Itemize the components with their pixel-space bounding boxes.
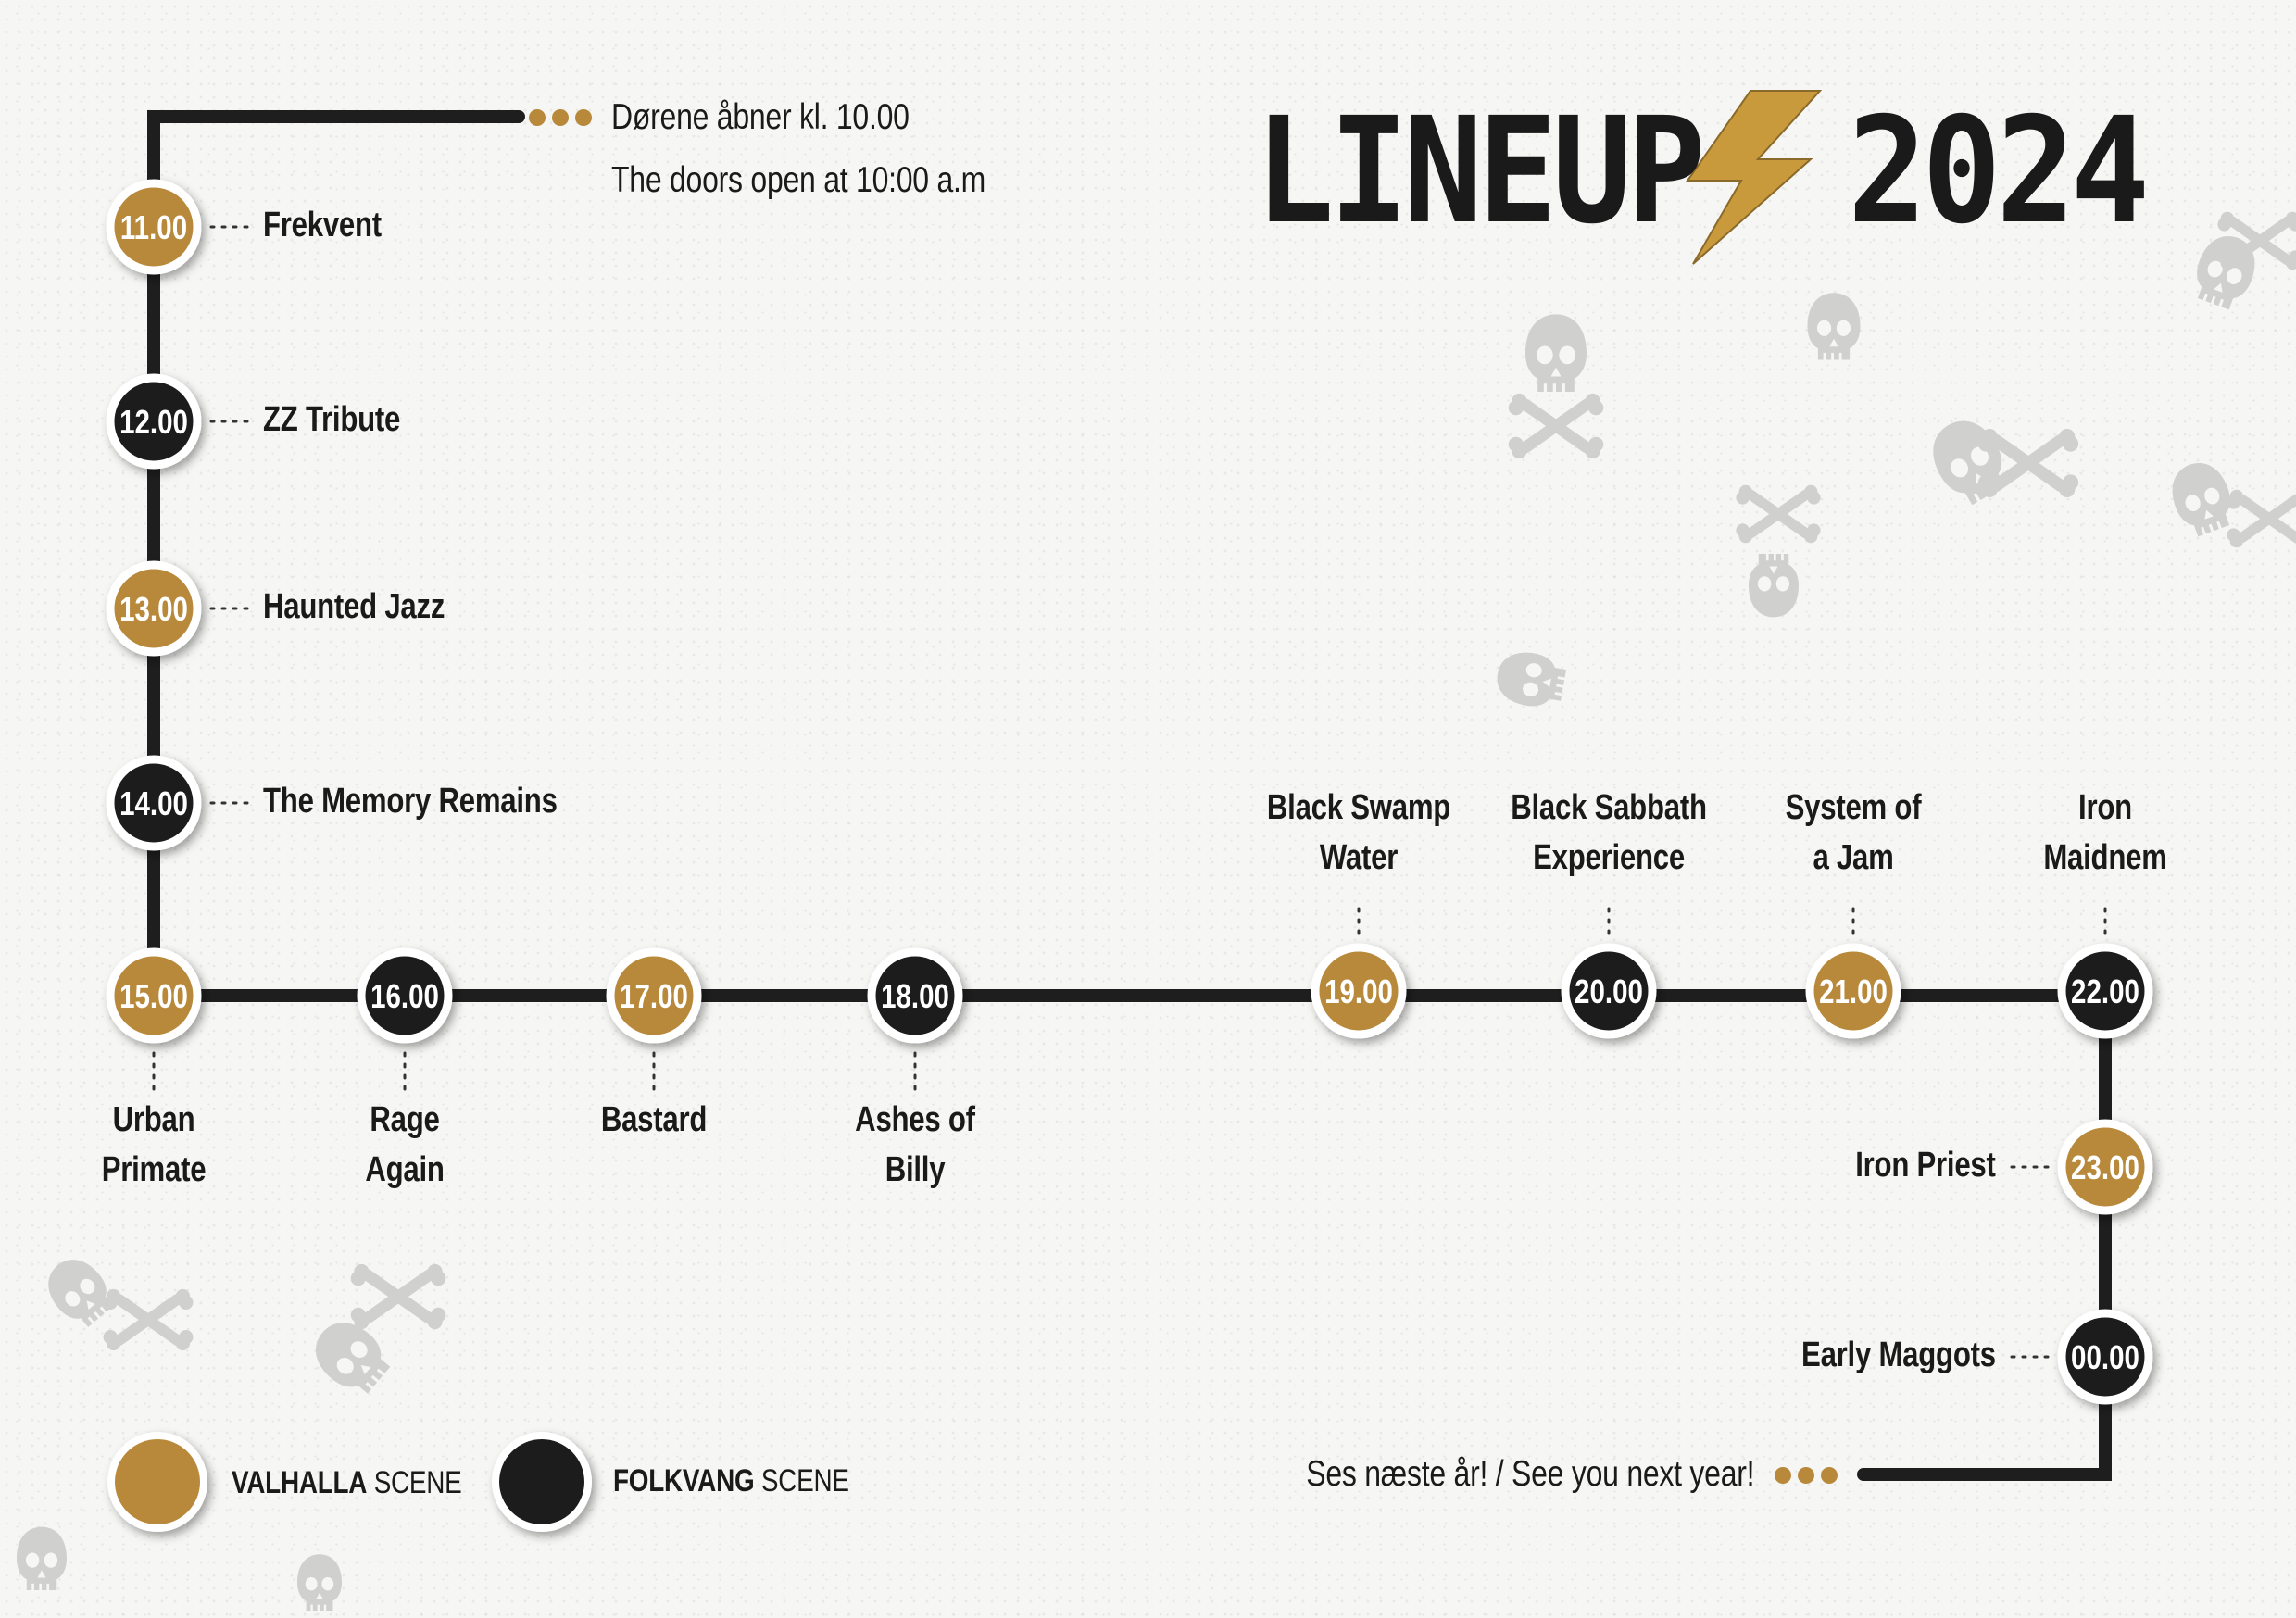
band-name: Haunted Jazz (263, 587, 445, 626)
time-marker: 21.00 (1805, 943, 1901, 1039)
start-dots-icon (529, 109, 592, 126)
band-name: Bastard (600, 1100, 708, 1139)
band-name: Ashes of Billy (855, 1100, 975, 1189)
time-label: 12.00 (119, 403, 188, 440)
time-marker-circle (2057, 943, 2153, 1039)
time-marker: 17.00 (606, 947, 702, 1044)
time-marker-circle (2057, 1119, 2153, 1215)
time-label: 22.00 (2071, 972, 2139, 1010)
legend-valhalla-label: VALHALLA SCENE (232, 1465, 462, 1500)
band-name: Frekvent (263, 206, 382, 245)
time-label: 11.00 (120, 208, 187, 245)
legend-folkvang-swatch (492, 1432, 592, 1532)
closing-message: Ses næste år! / See you next year! (1305, 1454, 1754, 1494)
time-label: 00.00 (2071, 1338, 2139, 1375)
time-marker: 22.00 (2057, 943, 2153, 1039)
dotted-connectors (152, 225, 2107, 1359)
band-name: System of a Jam (1785, 788, 1922, 877)
lightning-bolt-icon (1686, 90, 1823, 265)
time-marker-circle (867, 947, 963, 1044)
band-name: Black Sabbath Experience (1511, 788, 1707, 877)
time-marker-circle (106, 179, 202, 275)
time-marker: 19.00 (1311, 943, 1407, 1039)
band-name: Black Swamp Water (1266, 788, 1451, 877)
time-marker: 00.00 (2057, 1309, 2153, 1405)
time-marker-circle (106, 373, 202, 470)
band-name: The Memory Remains (263, 782, 558, 821)
time-marker-circle (606, 947, 702, 1044)
time-marker-circle (2057, 1309, 2153, 1405)
time-label: 23.00 (2071, 1148, 2139, 1185)
time-label: 21.00 (1819, 972, 1888, 1010)
time-label: 14.00 (119, 784, 188, 822)
time-marker: 20.00 (1561, 943, 1657, 1039)
time-label: 20.00 (1575, 972, 1643, 1010)
doors-open-danish: Dørene åbner kl. 10.00 (611, 97, 910, 137)
time-marker-circle (1311, 943, 1407, 1039)
time-label: 19.00 (1324, 972, 1393, 1010)
time-marker: 23.00 (2057, 1119, 2153, 1215)
doors-open-english: The doors open at 10:00 a.m (611, 160, 986, 200)
time-marker: 16.00 (357, 947, 453, 1044)
time-label: 13.00 (119, 590, 188, 627)
title-year: 2024 (1848, 86, 2150, 257)
time-marker-circle (106, 755, 202, 851)
time-marker: 18.00 (867, 947, 963, 1044)
time-marker-circle (357, 947, 453, 1044)
time-label: 18.00 (881, 977, 949, 1014)
title-lineup: LINEUP (1255, 86, 1706, 257)
time-label: 17.00 (620, 977, 688, 1014)
legend-valhalla-swatch (107, 1432, 207, 1532)
time-marker-circle (106, 560, 202, 657)
time-marker-circle (1805, 943, 1901, 1039)
band-name: Rage Again (365, 1100, 445, 1189)
time-marker: 15.00 (106, 947, 202, 1044)
time-label: 15.00 (119, 977, 188, 1014)
time-label: 16.00 (370, 977, 439, 1014)
band-name: Urban Primate (101, 1100, 207, 1189)
band-name: Iron Maidnem (2043, 788, 2167, 877)
time-marker: 13.00 (106, 560, 202, 657)
band-name: ZZ Tribute (263, 400, 401, 439)
legend-folkvang-label: FOLKVANG SCENE (613, 1463, 849, 1499)
time-marker-circle (1561, 943, 1657, 1039)
end-dots-icon (1775, 1467, 1838, 1484)
time-marker-circle (106, 947, 202, 1044)
band-name: Iron Priest (1855, 1146, 1997, 1185)
timeline-line (147, 110, 2112, 1481)
time-markers: 11.00 12.00 13.00 14.00 15.00 16.00 17.00 18.00… (106, 179, 2153, 1405)
time-marker: 14.00 (106, 755, 202, 851)
band-name: Early Maggots (1801, 1336, 1996, 1374)
time-marker: 12.00 (106, 373, 202, 470)
time-marker: 11.00 (106, 179, 202, 275)
